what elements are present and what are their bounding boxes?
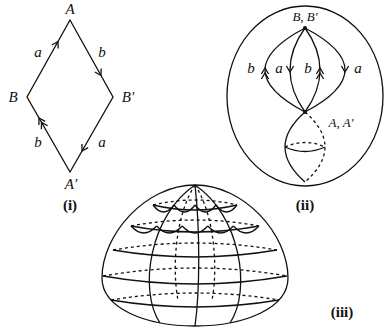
egg-scallops [131, 205, 259, 233]
latitude-front [131, 226, 259, 232]
arrowhead [82, 144, 88, 151]
scallop [131, 226, 157, 233]
lens-curve [290, 28, 305, 112]
vertex-label: B′ [121, 90, 135, 105]
scallop [216, 205, 237, 212]
scallop [195, 205, 216, 212]
edge-label: a [97, 135, 107, 150]
vertex-label: A′ [64, 177, 78, 192]
arrowhead [41, 122, 47, 129]
edge-label: a [353, 61, 363, 76]
point-label: B, B′ [291, 10, 318, 23]
latitude-back [103, 268, 287, 276]
scallop [174, 205, 195, 212]
arrowhead [95, 68, 101, 75]
latitude-back [113, 243, 277, 250]
small-sphere-arc [285, 112, 305, 182]
latitude-back [131, 220, 259, 226]
small-sphere-equator [285, 147, 325, 152]
latitude-front [113, 250, 277, 257]
figure-caption: (i) [62, 198, 78, 213]
small-sphere-arc [305, 112, 325, 182]
latitude-front [103, 276, 287, 284]
point-dot [303, 110, 307, 114]
figure-caption: (ii) [295, 198, 315, 213]
egg-outline [102, 185, 288, 326]
small-sphere-equator [285, 143, 325, 148]
scallop [157, 226, 183, 233]
oval-outline [227, 6, 383, 186]
latitude-front [111, 300, 279, 307]
arrowhead [341, 66, 348, 72]
edge-label: b [246, 61, 256, 76]
vertex-label: A [64, 2, 75, 17]
figure-caption: (iii) [330, 305, 355, 320]
scallop [153, 205, 174, 212]
square-polygon [27, 20, 113, 172]
edge-label: a [33, 45, 43, 60]
arrowhead [286, 66, 293, 72]
edge-label: b [303, 61, 313, 76]
point-dot [303, 26, 307, 30]
latitude-back [111, 293, 279, 300]
lens-curve [265, 28, 305, 112]
scallop [182, 226, 208, 233]
edge-label: b [33, 135, 43, 150]
arrowhead [316, 73, 323, 79]
scallop [208, 226, 234, 233]
egg-latitudes [103, 200, 287, 307]
scallop [233, 226, 259, 233]
arrowhead [261, 73, 268, 79]
edge-label: b [97, 45, 107, 60]
arrowheads [39, 42, 349, 151]
point-label: A, A′ [328, 116, 355, 129]
arrowhead [52, 42, 58, 49]
edge-label: a [274, 61, 284, 76]
latitude-back [153, 200, 237, 205]
vertex-label: B [7, 90, 18, 105]
